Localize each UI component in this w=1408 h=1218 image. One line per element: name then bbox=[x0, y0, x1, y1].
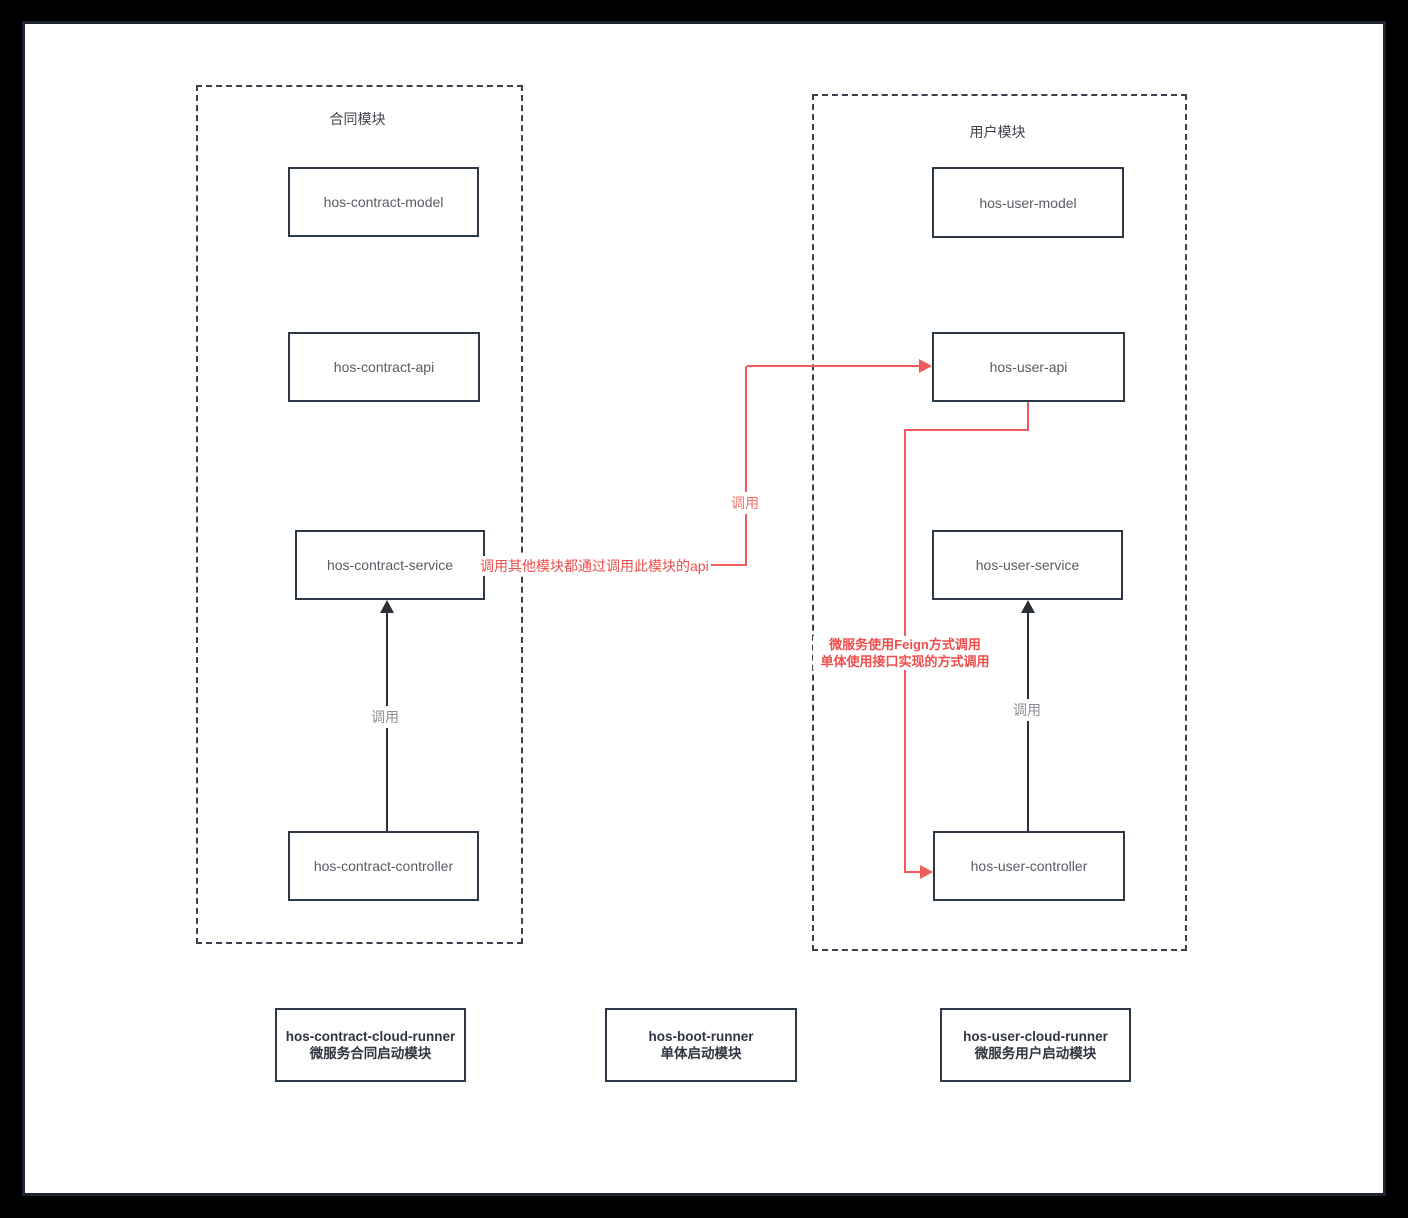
user-cloud-runner-name: hos-user-cloud-runner bbox=[963, 1029, 1108, 1044]
user-controller-to-service-line bbox=[1027, 611, 1029, 831]
call-label-user: 调用 bbox=[1011, 699, 1043, 721]
contract-module-container bbox=[196, 85, 523, 944]
user-service-node: hos-user-service bbox=[932, 530, 1123, 600]
feign-note-line1: 微服务使用Feign方式调用 bbox=[829, 637, 981, 652]
feign-note-label: 微服务使用Feign方式调用 单体使用接口实现的方式调用 bbox=[813, 636, 997, 670]
contract-cloud-runner-subtitle: 微服务合同启动模块 bbox=[309, 1046, 432, 1061]
api-to-controller-line-h1 bbox=[904, 429, 1029, 431]
user-api-label: hos-user-api bbox=[989, 359, 1068, 375]
contract-service-node: hos-contract-service bbox=[295, 530, 485, 600]
boot-runner-node: hos-boot-runner 单体启动模块 bbox=[605, 1008, 797, 1082]
user-cloud-runner-node: hos-user-cloud-runner 微服务用户启动模块 bbox=[940, 1008, 1131, 1082]
user-api-node: hos-user-api bbox=[932, 332, 1125, 402]
service-to-api-line-h2 bbox=[747, 365, 921, 367]
diagram-page bbox=[22, 21, 1386, 1196]
user-model-label: hos-user-model bbox=[979, 194, 1077, 211]
user-service-label: hos-user-service bbox=[975, 557, 1080, 573]
call-label-contract: 调用 bbox=[369, 706, 401, 728]
contract-controller-node: hos-contract-controller bbox=[288, 831, 479, 901]
user-controller-label: hos-user-controller bbox=[970, 858, 1088, 874]
contract-api-node: hos-contract-api bbox=[288, 332, 480, 402]
arrow-right-icon bbox=[920, 865, 933, 879]
boot-runner-name: hos-boot-runner bbox=[648, 1029, 754, 1044]
user-model-node: hos-user-model bbox=[932, 167, 1124, 238]
contract-model-node: hos-contract-model bbox=[288, 167, 479, 237]
arrow-right-icon bbox=[919, 359, 932, 373]
arrow-up-icon bbox=[1021, 600, 1035, 613]
contract-controller-label: hos-contract-controller bbox=[313, 858, 454, 874]
contract-model-label: hos-contract-model bbox=[323, 194, 444, 210]
contract-service-label: hos-contract-service bbox=[326, 557, 454, 573]
call-label-red: 调用 bbox=[729, 492, 761, 514]
service-to-api-line-v bbox=[745, 366, 747, 566]
feign-note-line2: 单体使用接口实现的方式调用 bbox=[820, 654, 990, 669]
contract-api-label: hos-contract-api bbox=[333, 359, 435, 375]
contract-cloud-runner-node: hos-contract-cloud-runner 微服务合同启动模块 bbox=[275, 1008, 466, 1082]
boot-runner-subtitle: 单体启动模块 bbox=[660, 1046, 742, 1061]
user-module-container bbox=[812, 94, 1187, 951]
api-to-controller-line-v1 bbox=[1027, 402, 1029, 431]
user-controller-node: hos-user-controller bbox=[933, 831, 1125, 901]
api-to-controller-line-h2 bbox=[906, 871, 922, 873]
user-cloud-runner-subtitle: 微服务用户启动模块 bbox=[974, 1046, 1097, 1061]
user-module-title: 用户模块 bbox=[969, 124, 1026, 140]
api-note-label: 调用其他模块都通过调用此模块的api bbox=[478, 556, 711, 576]
contract-module-title: 合同模块 bbox=[329, 111, 386, 127]
contract-cloud-runner-name: hos-contract-cloud-runner bbox=[285, 1029, 456, 1044]
arrow-up-icon bbox=[380, 600, 394, 613]
